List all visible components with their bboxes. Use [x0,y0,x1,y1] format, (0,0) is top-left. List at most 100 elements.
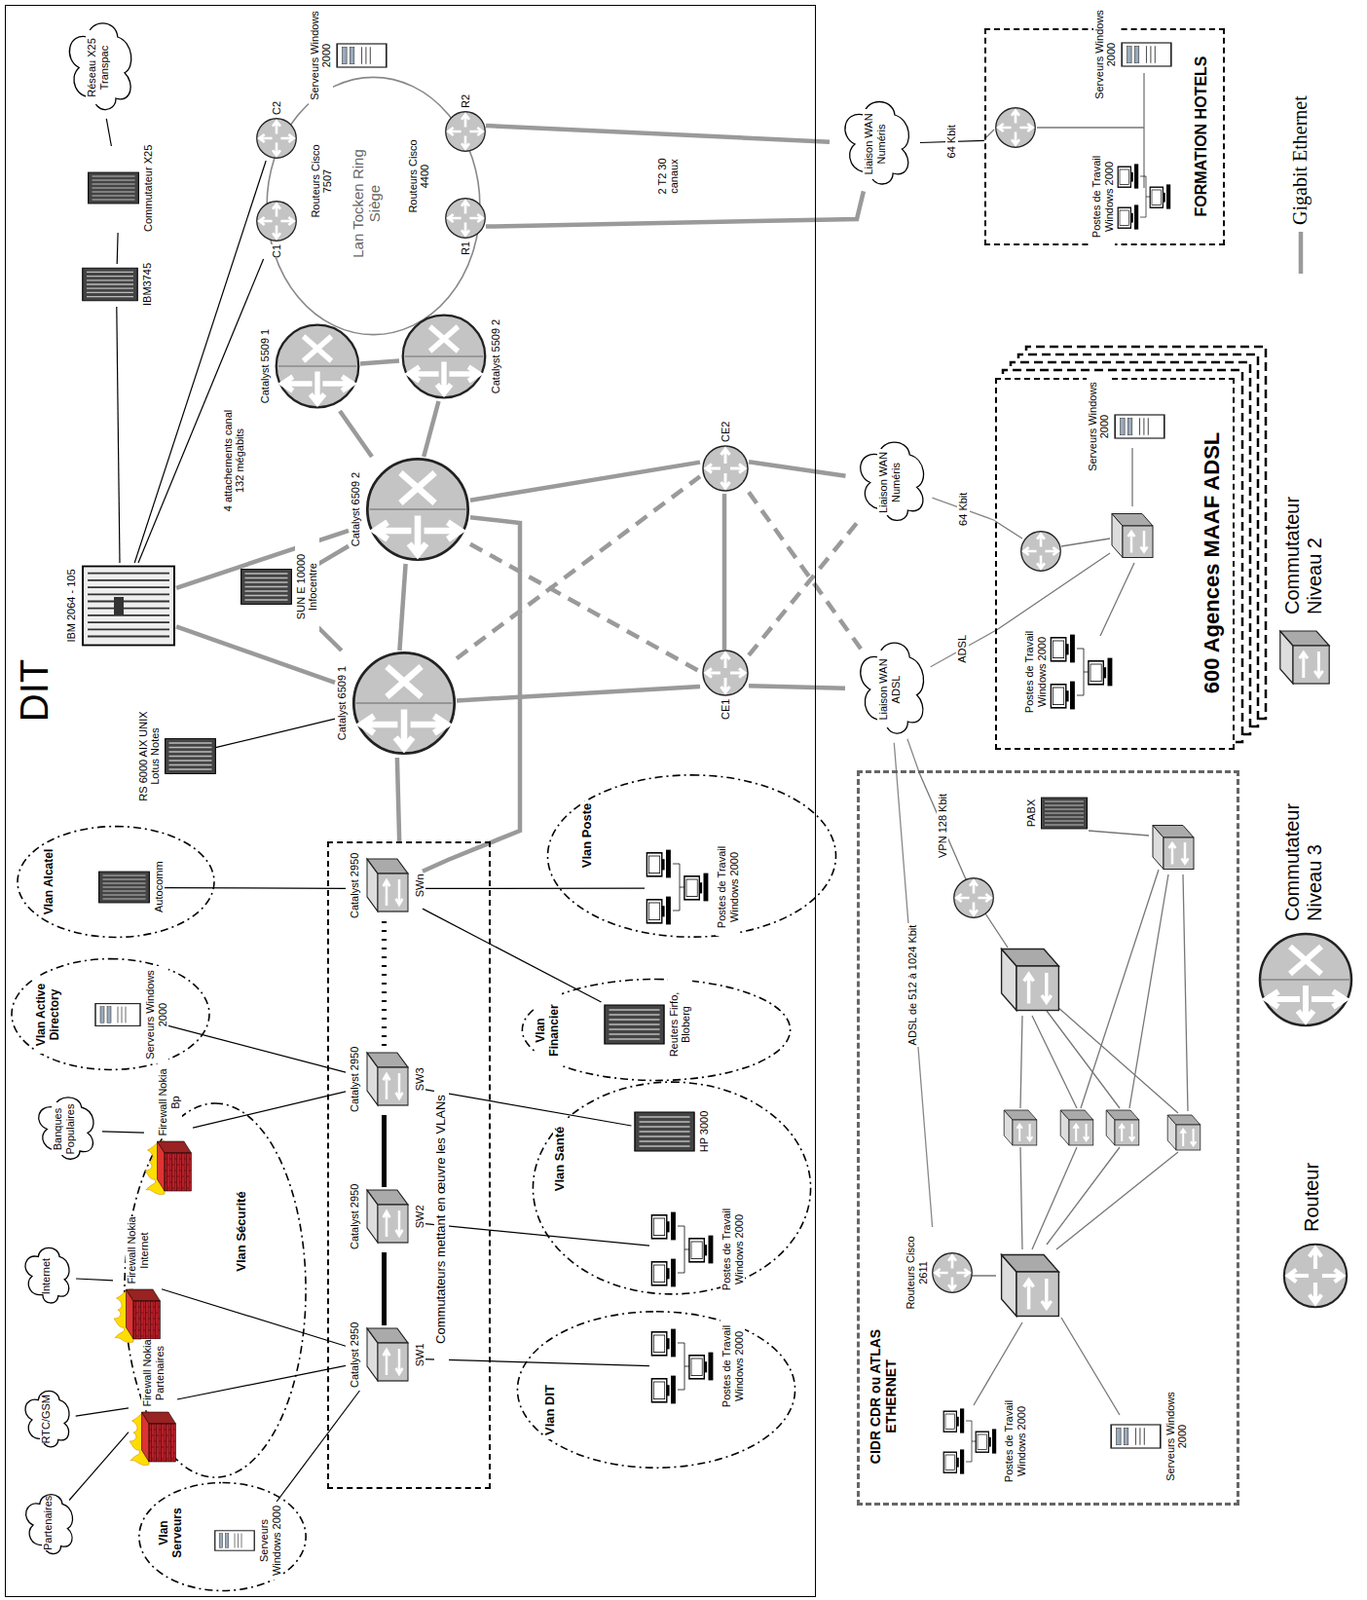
icon-symbol [633,1111,694,1151]
device-label: Reuters Firfo, Bloberg [667,975,693,1073]
connector [422,1088,632,1126]
icon-box [443,196,487,240]
connector [134,160,266,563]
icon-box [1112,406,1167,446]
icon-box [93,996,143,1034]
device-icon [1116,162,1176,231]
cloud-shape [25,1390,70,1446]
device-icon [1039,793,1089,833]
ellipse-shape [547,775,836,937]
vlan-ellipse: Vlan SécuritéFirewall Nokia BpFirewall N… [123,1101,307,1479]
connector [102,1131,145,1133]
region-box: FORMATION HOTELSServeurs Windows 2000Pos… [984,28,1225,246]
ellipse-shape [17,826,215,938]
icon-symbol [1114,414,1165,439]
device-node: Postes de Travail Windows 2000 [645,838,740,936]
svg-use [1106,1109,1140,1146]
icon-symbol [367,1189,408,1243]
device-node: Postes de Travail Windows 2000 [650,1317,745,1415]
device-node: Routeurs Cisco 2611 [904,1223,974,1322]
icon-box [701,443,750,493]
device-label: Serveurs Windows 2000 [144,965,169,1064]
device-icon [1119,35,1174,74]
cloud-shape [845,102,910,185]
icon-box [400,312,488,401]
device-node: Firewall Nokia Bp [145,1068,194,1197]
icon-symbol [1110,1424,1161,1448]
icon-box [239,564,294,609]
device-icon [273,322,362,410]
device-label: Firewall Nokia Partenaires [141,1338,166,1407]
icon-symbol [403,315,486,399]
icon-box [255,199,298,243]
icon-box [255,116,298,160]
agency-stack [995,346,1266,750]
device-node: CE2 [701,421,750,493]
device-node: IBM3745 [80,262,154,306]
device-label: Routeurs Cisco 2611 [904,1223,929,1322]
connector [381,921,387,1050]
device-node: Commutateur X25 [86,145,155,232]
connector [318,627,342,651]
device-node: Serveurs Windows 2000 [1086,377,1167,476]
device-label: SWn [413,873,427,897]
device-label: Catalyst 2950 [348,852,362,919]
vlan-label: Vlan Serveurs [157,1503,185,1562]
connector [485,125,830,143]
region-box: 600 Agences MAAF ADSLServeurs Windows 20… [995,377,1235,750]
cloud-shape [69,23,131,111]
legend-text: Commutateur Niveau 2 [1281,487,1327,615]
device-node: Catalyst 6509 2 [349,455,472,563]
device-node: C1 [255,199,298,259]
device-icon [602,999,666,1049]
connector [907,738,919,771]
connector [116,306,120,563]
annotation: Routeurs Cisco 7507 [309,142,334,221]
svg-use [1111,514,1153,558]
vlan-ellipse: Lan Tocken Ring Siège [265,75,481,336]
icon-symbol [353,652,454,753]
device-label: Postes de Travail Windows 2000 [1023,623,1048,721]
svg-use [996,108,1035,148]
unlabelled-devices [954,108,1201,1317]
connector [164,886,347,889]
vlan-ellipse: Vlan DITPostes de Travail Windows 2000 [516,1310,797,1469]
vlan-ellipse: Vlan Serveurs Serveurs Windows 2000 [138,1481,307,1591]
device-label: IBM 2064 - 105 [65,568,78,642]
device-icon [80,263,140,305]
svg-rect [995,377,1235,750]
device-icon [213,1523,257,1557]
device-node: R2 [443,94,487,153]
icon-box [97,867,151,907]
connector [138,258,264,563]
region-box: Commutateurs mettant en œuvre les VLANsC… [327,841,491,1489]
device-icon [79,561,178,650]
region-heading: DIT [11,651,57,730]
icon-box [213,1523,257,1557]
network-cloud: Liaison WAN Numéris [829,95,921,193]
icon-box [363,855,412,915]
device-node: Serveurs Windows 2000 [213,1501,283,1580]
device-node: PABX [1025,793,1089,833]
device-label: C2 [270,101,284,115]
icon-symbol [1117,163,1171,229]
ellipse-shape [11,959,210,1071]
device-label: Autocomm [152,860,166,913]
connector [275,1390,360,1503]
icon-box [79,561,178,650]
connector [69,1432,129,1501]
device-icon [443,196,487,240]
icon-symbol [275,325,359,408]
cloud-label: Liaison WAN Numéris [862,109,887,180]
network-cloud: Partenaires [14,1489,81,1560]
icon-symbol [702,445,748,491]
icon-symbol [145,1141,192,1195]
connector [339,410,372,457]
icon-symbol [215,1530,255,1551]
device-icon [163,734,218,778]
icon-box [80,263,140,305]
connector [422,886,645,889]
svg-path [1298,231,1304,274]
cloud-label: Internet [39,1257,53,1294]
